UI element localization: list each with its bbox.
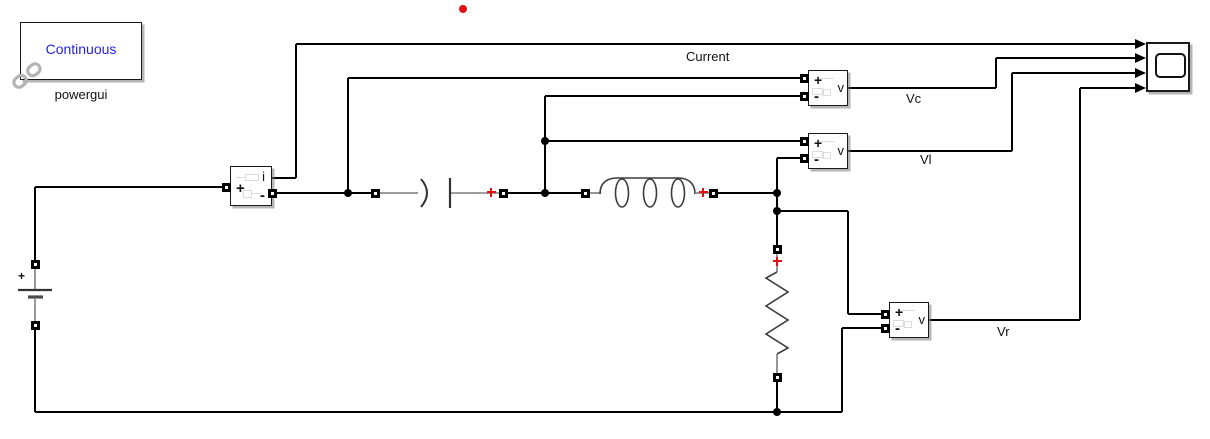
vc-minus-label: - (814, 88, 819, 105)
wire-segment[interactable] (776, 377, 778, 412)
wire-segment[interactable] (777, 210, 848, 212)
wire-segment[interactable] (272, 192, 375, 194)
wire-junction-dot (541, 189, 549, 197)
inductor-branch[interactable] (583, 170, 715, 218)
inductor-coil-top (599, 177, 696, 195)
connection-port[interactable] (30, 259, 40, 269)
connection-port[interactable] (772, 372, 782, 382)
connection-port[interactable] (267, 188, 277, 198)
polarity-plus-marker (490, 187, 492, 197)
scope-screen-icon (1155, 53, 1186, 78)
resistor-zigzag (764, 271, 790, 355)
scope-block[interactable] (1146, 42, 1190, 92)
current-minus-label: - (260, 187, 265, 204)
connection-port[interactable] (799, 73, 809, 83)
wire-segment[interactable] (777, 157, 804, 159)
vr-output-label: v (918, 312, 926, 327)
resistor-branch[interactable] (758, 248, 798, 382)
scope-input-arrow-1[interactable] (1135, 39, 1146, 49)
connection-port[interactable] (799, 91, 809, 101)
wire-segment[interactable] (848, 313, 885, 315)
annotation-red-dot (459, 5, 467, 13)
wire-junction-dot (773, 207, 781, 215)
signal-label-vc[interactable]: Vc (906, 91, 922, 106)
wire-junction-dot (344, 189, 352, 197)
wire-segment[interactable] (295, 44, 297, 178)
wire-segment[interactable] (776, 193, 778, 249)
scope-input-arrow-4[interactable] (1135, 83, 1146, 93)
wire-segment[interactable] (848, 87, 996, 89)
wire-segment[interactable] (296, 43, 1138, 45)
connection-port[interactable] (772, 244, 782, 254)
connection-port[interactable] (880, 323, 890, 333)
wire-segment[interactable] (996, 57, 1138, 59)
connection-port[interactable] (880, 309, 890, 319)
signal-label-current[interactable]: Current (686, 49, 730, 64)
wire-segment[interactable] (995, 58, 997, 88)
vr-minus-label: - (895, 320, 900, 337)
connection-port[interactable] (221, 182, 231, 192)
wire-segment[interactable] (272, 177, 296, 179)
vc-plus-label: + (814, 72, 823, 88)
wire-junction-dot (773, 408, 781, 416)
polarity-plus-marker (776, 256, 778, 266)
wire-segment[interactable] (1012, 72, 1138, 74)
wire-segment[interactable] (545, 140, 804, 142)
wire-segment[interactable] (34, 325, 36, 412)
wire-segment[interactable] (348, 77, 804, 79)
voltage-measurement-vc[interactable]: + - v (808, 70, 848, 106)
signal-label-vr[interactable]: Vr (997, 324, 1010, 339)
wire-segment[interactable] (842, 327, 885, 329)
wire-junction-dot (541, 137, 549, 145)
connection-port[interactable] (799, 153, 809, 163)
wire-segment[interactable] (1080, 87, 1138, 89)
connection-port[interactable] (708, 188, 718, 198)
connection-port[interactable] (370, 188, 380, 198)
wire-segment[interactable] (1079, 88, 1081, 320)
broken-link-icon (12, 62, 42, 89)
connection-port[interactable] (799, 136, 809, 146)
vl-plus-label: + (814, 135, 823, 151)
current-plus-label: + (236, 180, 245, 197)
polarity-plus-marker (702, 187, 704, 197)
capacitor-curved-plate (420, 178, 428, 208)
connection-port[interactable] (498, 188, 508, 198)
wire-segment[interactable] (928, 319, 1080, 321)
powergui-name-label[interactable]: powergui (54, 87, 108, 102)
wire-segment[interactable] (1011, 73, 1013, 151)
scope-input-arrow-2[interactable] (1135, 53, 1146, 63)
wire-segment[interactable] (35, 411, 842, 413)
current-measurement-block[interactable]: + i - (230, 166, 272, 206)
wire-segment[interactable] (35, 186, 226, 188)
battery-plus-label: + (18, 269, 26, 283)
wire-segment[interactable] (545, 95, 804, 97)
scope-input-arrow-3[interactable] (1135, 68, 1146, 78)
powergui-block[interactable]: Continuous (12, 22, 142, 89)
wire-segment[interactable] (347, 78, 349, 193)
dc-voltage-source[interactable]: + (8, 258, 68, 333)
voltage-measurement-vl[interactable]: + - v (808, 133, 848, 169)
wire-segment[interactable] (713, 192, 777, 194)
vl-minus-label: - (814, 151, 819, 168)
wire-segment[interactable] (841, 328, 843, 412)
connection-port[interactable] (580, 188, 590, 198)
vc-output-label: v (837, 80, 845, 95)
powergui-mask-text: Continuous (45, 41, 117, 57)
wire-segment[interactable] (776, 158, 778, 193)
connection-port[interactable] (30, 320, 40, 330)
wire-junction-dot (773, 189, 781, 197)
capacitor-branch[interactable] (372, 170, 512, 216)
signal-label-vl[interactable]: Vl (920, 152, 932, 167)
current-output-label: i (262, 169, 265, 184)
wire-segment[interactable] (34, 187, 36, 264)
voltage-measurement-vr[interactable]: + - v (889, 302, 929, 338)
wire-segment[interactable] (848, 150, 1012, 152)
wire-segment[interactable] (847, 211, 849, 314)
vl-output-label: v (837, 143, 845, 158)
vr-plus-label: + (895, 304, 904, 320)
